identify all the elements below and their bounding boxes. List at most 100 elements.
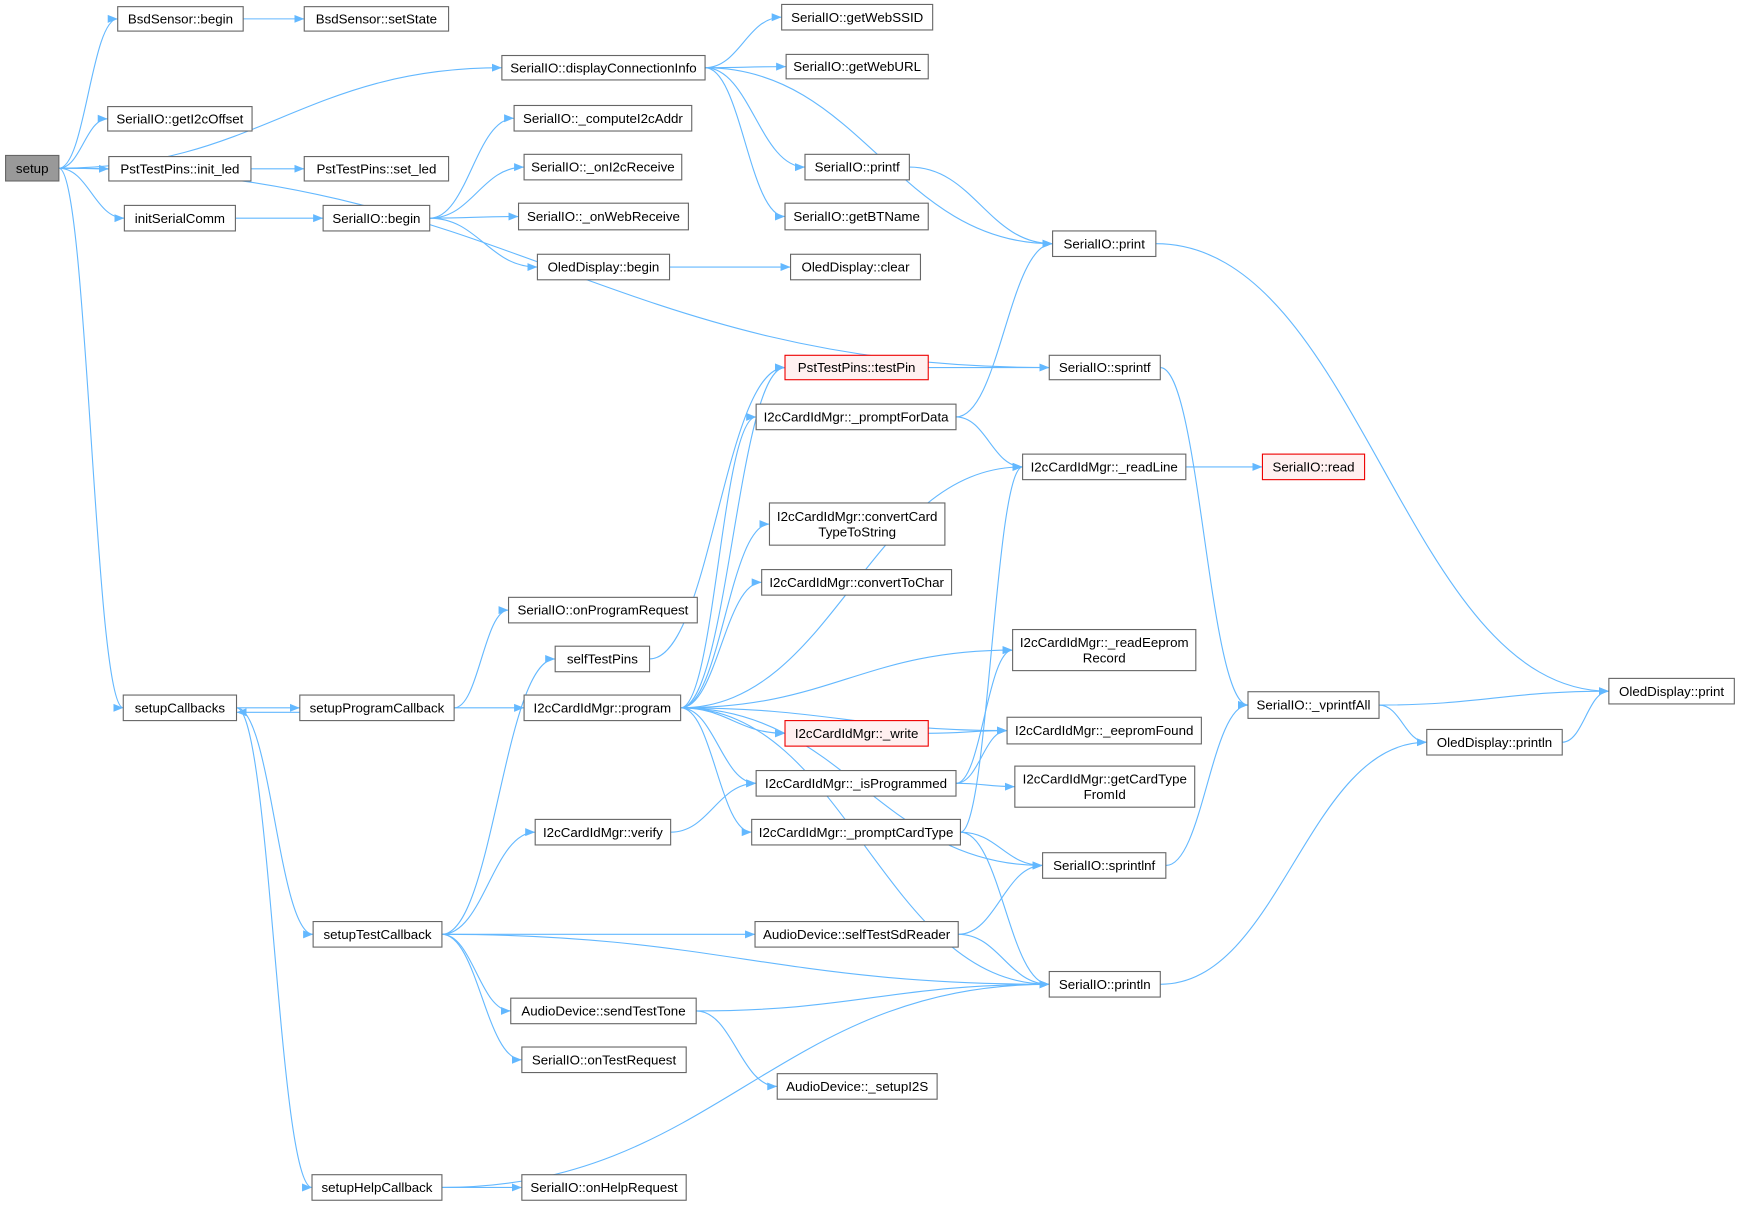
node-label: OledDisplay::print xyxy=(1619,684,1724,699)
edge-verify-to-isProg xyxy=(670,779,757,833)
node-label: setup xyxy=(16,161,49,176)
node-box xyxy=(521,1174,687,1201)
node-sprintlnf[interactable]: SerialIO::sprintlnf xyxy=(1042,852,1167,879)
edge-setupTest-to-testTone xyxy=(441,933,511,1015)
node-testTone[interactable]: AudioDevice::sendTestTone xyxy=(510,997,697,1025)
node-eeFound[interactable]: I2cCardIdMgr::_eepromFound xyxy=(1006,716,1202,745)
node-bsdBegin[interactable]: BsdSensor::begin xyxy=(117,6,244,32)
edge-setup-to-getI2c xyxy=(58,114,108,169)
edge-program-to-isProg xyxy=(680,707,757,788)
node-getI2c[interactable]: SerialIO::getI2cOffset xyxy=(107,106,253,132)
node-label: SerialIO::getI2cOffset xyxy=(116,111,243,126)
node-sioPrint[interactable]: SerialIO::print xyxy=(1052,230,1157,258)
node-sioPrintln[interactable]: SerialIO::println xyxy=(1048,970,1161,998)
node-setupProg[interactable]: setupProgramCallback xyxy=(299,694,455,722)
edge-setupTest-to-verify xyxy=(441,828,536,935)
node-testPin[interactable]: PstTestPins::testPin xyxy=(784,354,929,381)
node-label: OledDisplay::println xyxy=(1437,735,1552,750)
node-sprintf[interactable]: SerialIO::sprintf xyxy=(1048,354,1161,381)
node-label: PstTestPins::testPin xyxy=(798,360,916,375)
node-label: AudioDevice::sendTestTone xyxy=(521,1004,685,1019)
node-readLine[interactable]: I2cCardIdMgr::_readLine xyxy=(1022,453,1187,481)
node-label: I2cCardIdMgr::convertCard xyxy=(777,509,938,524)
node-box xyxy=(311,1174,443,1201)
node-label: I2cCardIdMgr::_isProgrammed xyxy=(765,776,947,791)
node-setLed[interactable]: PstTestPins::set_led xyxy=(303,155,450,182)
edge-testTone-to-i2s xyxy=(696,1010,778,1091)
edge-sprintlnf-to-vprintf xyxy=(1165,701,1249,867)
node-onTest[interactable]: SerialIO::onTestRequest xyxy=(521,1046,687,1074)
node-label: setupCallbacks xyxy=(135,700,226,715)
node-program[interactable]: I2cCardIdMgr::program xyxy=(523,694,682,722)
node-btname[interactable]: SerialIO::getBTName xyxy=(784,202,929,231)
node-onWeb[interactable]: SerialIO::_onWebReceive xyxy=(517,202,689,231)
node-vprintf[interactable]: SerialIO::_vprintfAll xyxy=(1247,691,1380,719)
node-box xyxy=(1042,852,1167,879)
edge-promptCard-to-sioPrintln xyxy=(960,831,1050,989)
node-oledBegin[interactable]: OledDisplay::begin xyxy=(536,253,671,281)
nodes-layer: setup BsdSensor::begin BsdSensor::setState… xyxy=(5,3,1735,1201)
node-isProg[interactable]: I2cCardIdMgr::_isProgrammed xyxy=(755,769,957,797)
node-setupHelp[interactable]: setupHelpCallback xyxy=(311,1174,443,1201)
node-dispConn[interactable]: SerialIO::displayConnectionInfo xyxy=(501,54,706,81)
edge-setup-to-bsdBegin xyxy=(58,14,118,169)
node-label: SerialIO::getWebSSID xyxy=(791,10,923,25)
node-oledClear[interactable]: OledDisplay::clear xyxy=(790,253,922,281)
edge-isProg-to-getCardType xyxy=(955,782,1015,791)
node-box xyxy=(755,769,957,797)
node-box xyxy=(1261,453,1366,481)
node-box xyxy=(523,153,683,181)
edge-selfTestPins-to-testPin xyxy=(649,363,786,660)
node-sioBegin[interactable]: SerialIO::begin xyxy=(322,204,431,232)
node-box xyxy=(122,694,238,722)
node-oledPrint[interactable]: OledDisplay::print xyxy=(1608,677,1735,705)
node-i2s[interactable]: AudioDevice::_setupI2S xyxy=(776,1073,938,1100)
node-box xyxy=(107,106,253,132)
node-write[interactable]: I2cCardIdMgr::_write xyxy=(784,720,929,747)
node-sdReader[interactable]: AudioDevice::selfTestSdReader xyxy=(754,921,959,948)
node-label: SerialIO::getWebURL xyxy=(793,59,921,74)
node-box xyxy=(303,155,450,182)
node-onProg[interactable]: SerialIO::onProgramRequest xyxy=(507,596,698,624)
node-label: PstTestPins::init_led xyxy=(120,161,239,176)
node-initLed[interactable]: PstTestPins::init_led xyxy=(108,155,252,182)
node-setup[interactable]: setup xyxy=(5,154,60,182)
node-box xyxy=(1012,628,1197,672)
edge-setup-to-setupCb xyxy=(58,167,124,712)
node-oledPrintln[interactable]: OledDisplay::println xyxy=(1426,728,1563,756)
edge-program-to-convChar xyxy=(680,578,762,709)
node-url[interactable]: SerialIO::getWebURL xyxy=(785,53,929,80)
node-box xyxy=(123,204,236,232)
node-box xyxy=(501,54,706,81)
node-ssid[interactable]: SerialIO::getWebSSID xyxy=(781,3,934,31)
node-printf[interactable]: SerialIO::printf xyxy=(804,153,910,181)
node-read[interactable]: SerialIO::read xyxy=(1261,453,1366,481)
node-label: TypeToString xyxy=(818,524,896,539)
node-selfTestPins[interactable]: selfTestPins xyxy=(554,645,651,673)
node-promptCard[interactable]: I2cCardIdMgr::_promptCardType xyxy=(751,818,961,846)
node-convChar[interactable]: I2cCardIdMgr::convertToChar xyxy=(761,569,953,596)
node-label: SerialIO::_onWebReceive xyxy=(527,209,680,224)
node-compAddr[interactable]: SerialIO::_computeI2cAddr xyxy=(513,104,693,132)
node-promptData[interactable]: I2cCardIdMgr::_promptForData xyxy=(755,403,957,431)
node-box xyxy=(513,104,693,132)
edge-sdReader-to-sprintlnf xyxy=(958,861,1043,935)
node-box xyxy=(785,53,929,80)
edge-program-to-sioPrintln xyxy=(680,707,1050,989)
edge-setupProg-to-onProg xyxy=(454,606,509,709)
node-initSerial[interactable]: initSerialComm xyxy=(123,204,236,232)
node-onI2c[interactable]: SerialIO::_onI2cReceive xyxy=(523,153,683,181)
node-label: SerialIO::_vprintfAll xyxy=(1257,698,1371,713)
node-onHelp[interactable]: SerialIO::onHelpRequest xyxy=(521,1174,687,1201)
node-setupTest[interactable]: setupTestCallback xyxy=(312,921,443,948)
node-label: I2cCardIdMgr::_promptCardType xyxy=(759,825,954,840)
node-setupCb[interactable]: setupCallbacks xyxy=(122,694,238,722)
node-label: I2cCardIdMgr::convertToChar xyxy=(769,575,944,590)
node-box xyxy=(768,502,946,546)
node-verify[interactable]: I2cCardIdMgr::verify xyxy=(534,818,672,846)
node-bsdSetState[interactable]: BsdSensor::setState xyxy=(303,6,450,32)
